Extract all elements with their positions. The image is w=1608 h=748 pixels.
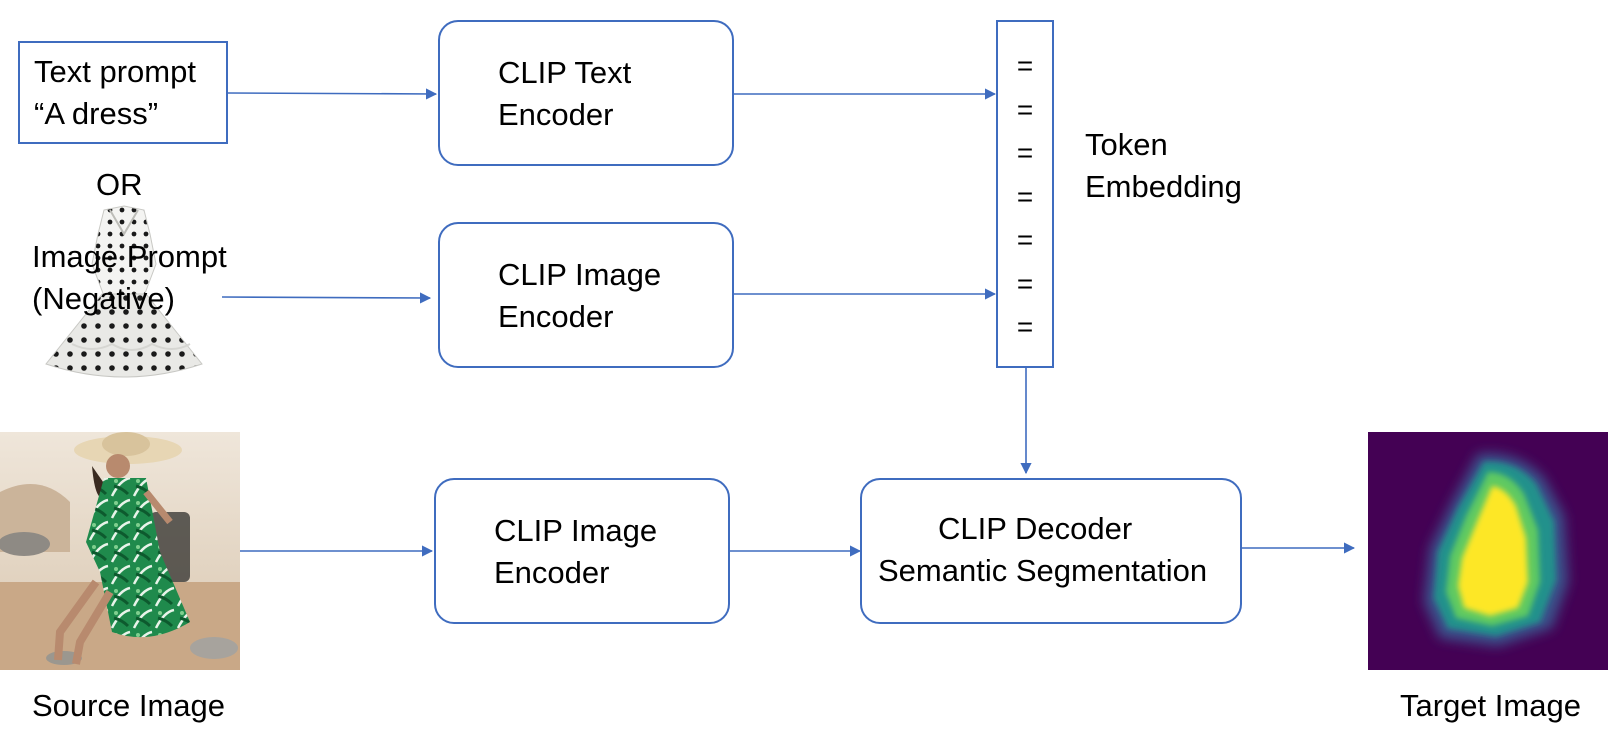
text-prompt-value: “A dress”: [34, 96, 159, 131]
clip-image-encoder-prompt-subtitle: Encoder: [498, 299, 614, 334]
arrow-text-prompt-to-text-encoder: [227, 88, 438, 100]
token-embedding-symbol: =: [1016, 267, 1034, 299]
image-prompt-negative-label: (Negative): [32, 281, 175, 316]
token-embedding-symbol: =: [1016, 50, 1034, 81]
arrow-image-prompt-to-image-encoder: [221, 292, 432, 304]
token-embedding-symbol: =: [1016, 180, 1034, 212]
text-prompt-box: Text prompt “A dress”: [18, 41, 228, 144]
clip-image-encoder-prompt-box: CLIP Image Encoder: [438, 222, 734, 368]
target-image-segmentation-mask: [1368, 432, 1608, 670]
token-embedding-symbol: =: [1016, 93, 1034, 125]
source-image-caption: Source Image: [32, 688, 225, 723]
clip-text-encoder-subtitle: Encoder: [498, 97, 614, 132]
clip-image-encoder-prompt-title: CLIP Image: [498, 257, 662, 292]
clip-text-encoder-box: CLIP Text Encoder: [438, 20, 734, 166]
token-embedding-label-line1: Token: [1085, 127, 1168, 162]
token-embedding-label-line2: Embedding: [1085, 169, 1242, 204]
clip-image-encoder-source-title: CLIP Image: [494, 513, 658, 548]
image-prompt-label: Image Prompt: [32, 239, 227, 274]
token-embedding-column: = = = = = = =: [996, 20, 1054, 368]
clip-decoder-subtitle: Semantic Segmentation: [878, 553, 1208, 588]
token-embedding-symbol: =: [1016, 311, 1034, 342]
clip-decoder-title: CLIP Decoder: [938, 511, 1133, 546]
clip-decoder-box: CLIP Decoder Semantic Segmentation: [860, 478, 1242, 624]
or-label: OR: [96, 167, 143, 202]
image-prompt-dress-picture: [32, 204, 216, 384]
target-image-caption: Target Image: [1400, 688, 1581, 723]
clip-image-encoder-source-subtitle: Encoder: [494, 555, 610, 590]
text-prompt-label: Text prompt: [34, 54, 196, 89]
source-image-photo: [0, 432, 240, 670]
token-embedding-symbol: =: [1016, 224, 1034, 255]
clip-text-encoder-title: CLIP Text: [498, 55, 632, 90]
token-embedding-symbol: =: [1016, 137, 1034, 168]
clip-image-encoder-source-box: CLIP Image Encoder: [434, 478, 730, 624]
